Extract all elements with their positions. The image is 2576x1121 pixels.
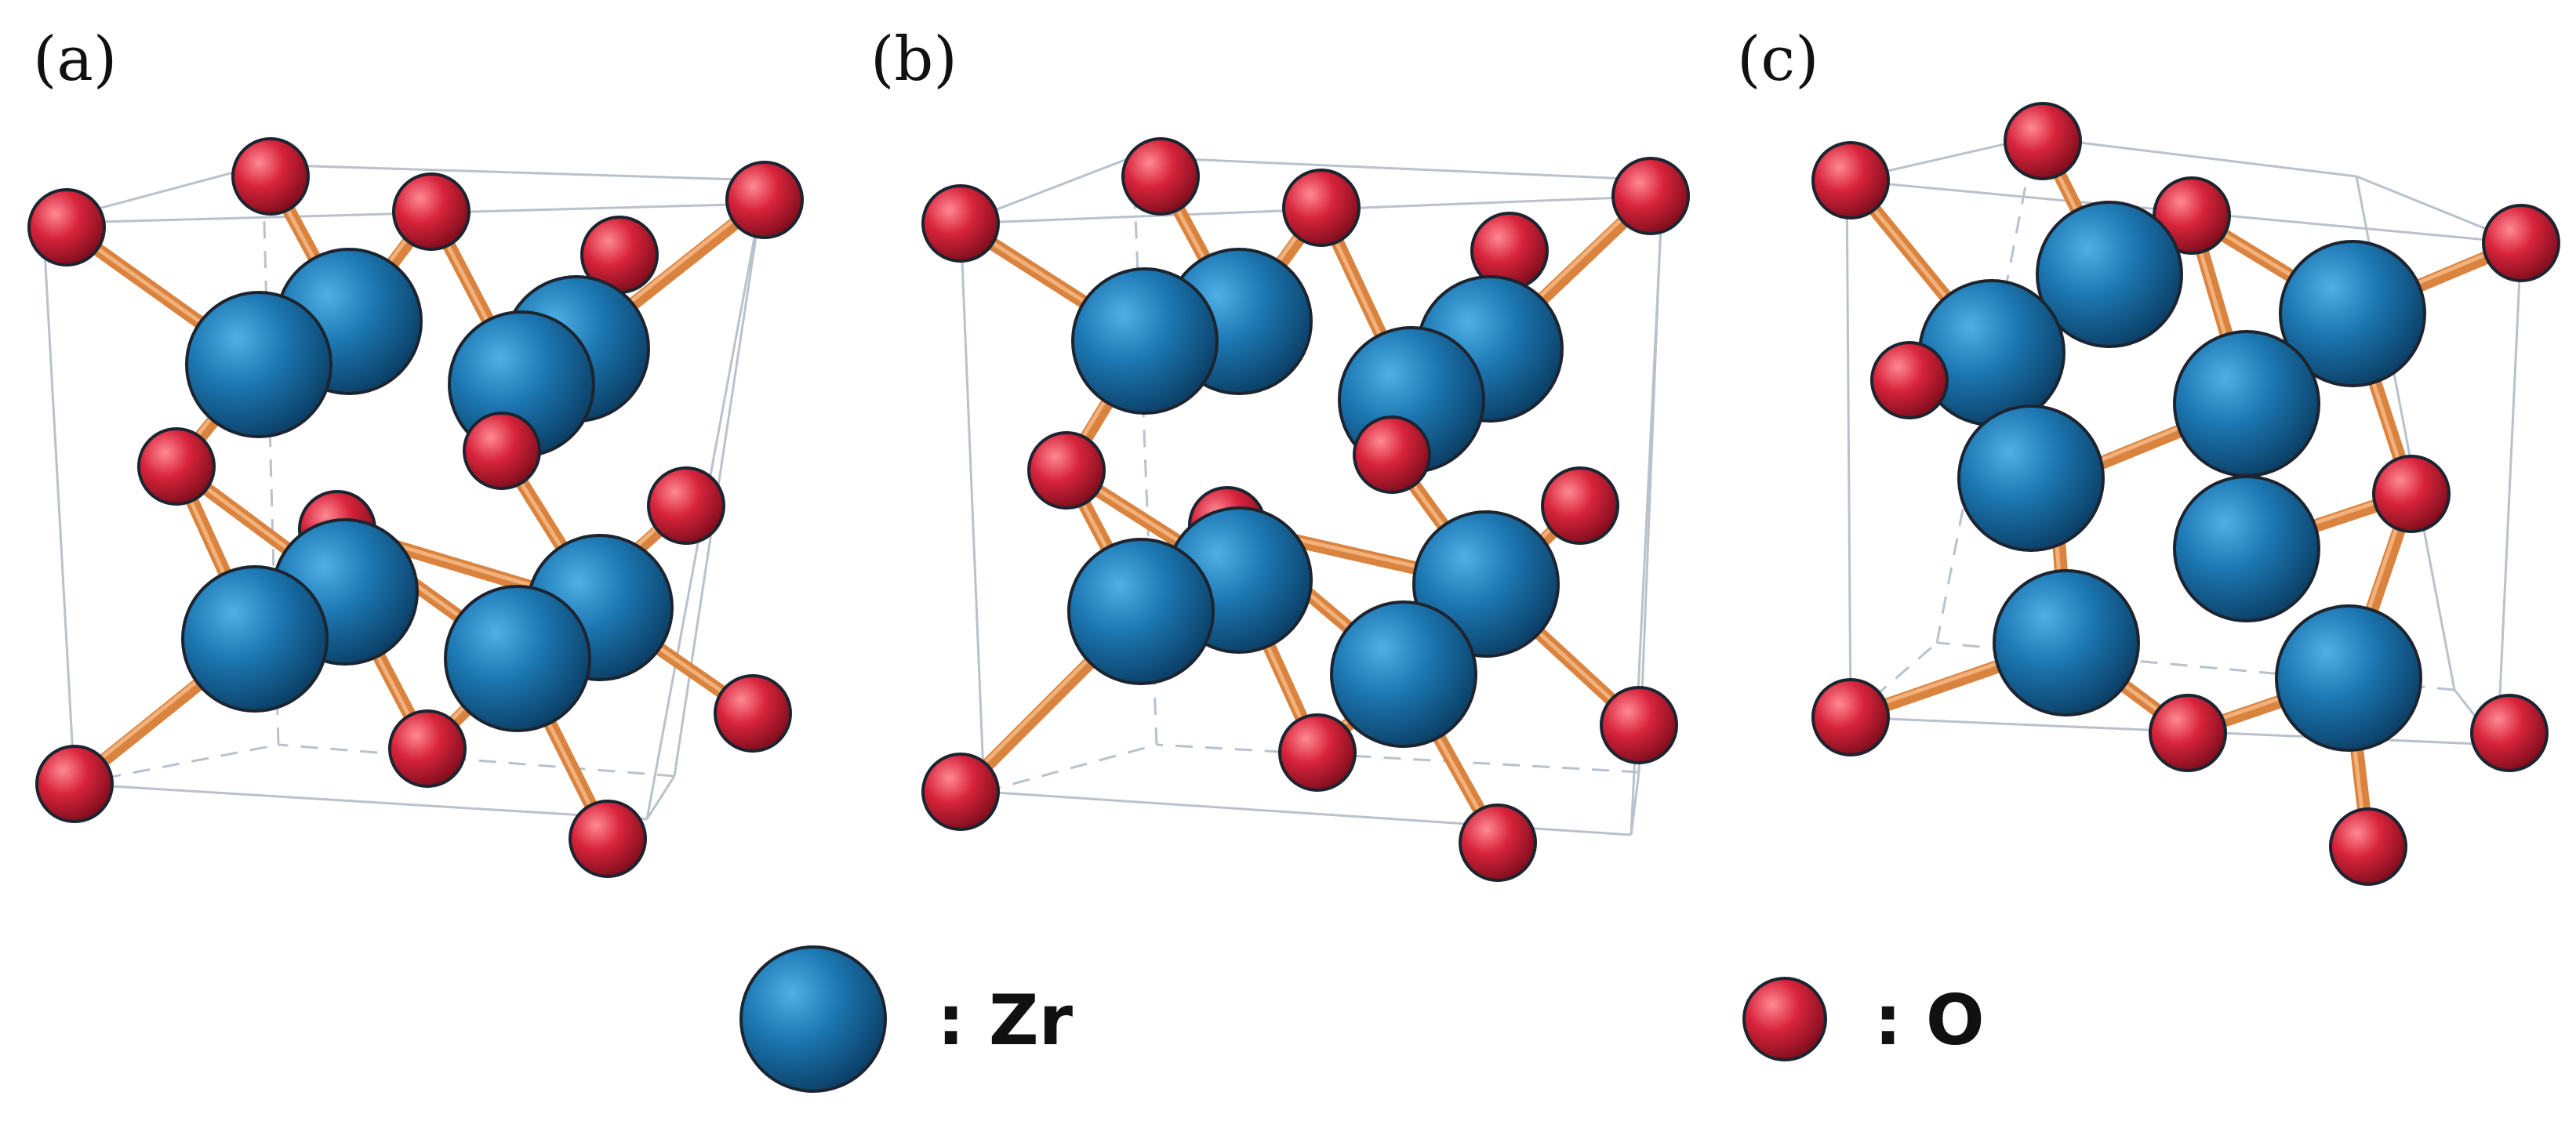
- o-atom: [1121, 137, 1200, 216]
- cell-edge: [1132, 155, 1663, 182]
- zr-atom: [1993, 569, 2140, 716]
- o-atom: [1600, 686, 1678, 764]
- o-atom: [647, 466, 725, 545]
- monoclinic-structure-panel: [1811, 102, 2560, 886]
- cell-edge: [2034, 136, 2357, 178]
- o-atom: [231, 137, 310, 216]
- o-atom: [714, 674, 792, 753]
- o-atom: [569, 800, 647, 878]
- o-atom: [2004, 102, 2082, 180]
- cell-edge: [2496, 242, 2523, 746]
- cell-edge: [74, 782, 648, 821]
- o-atom: [35, 745, 114, 823]
- unit-cell-outline: [42, 163, 766, 821]
- o-atom: [1811, 678, 1890, 756]
- zr-atom: [1918, 279, 2066, 426]
- zr-legend-swatch: [739, 945, 887, 1093]
- atoms: [921, 137, 1690, 882]
- zr-atom: [2275, 604, 2422, 752]
- o-atom: [1541, 466, 1619, 545]
- o-atom: [1611, 157, 1690, 235]
- o-atom: [2482, 204, 2560, 282]
- panel-label-a: (a): [33, 24, 117, 95]
- tetragonal-structure-panel: [921, 137, 1690, 882]
- zr-atom: [181, 565, 329, 713]
- cell-edge: [262, 163, 765, 182]
- o-atom: [1278, 713, 1357, 792]
- cubic-structure-panel: [27, 137, 804, 878]
- cell-edge: [278, 743, 675, 778]
- o-atom: [2149, 694, 2227, 772]
- panel-label-c: (c): [1737, 24, 1819, 95]
- o-atom: [2470, 694, 2549, 772]
- cell-edge: [1845, 180, 1852, 718]
- o-atom: [921, 753, 1000, 831]
- zr-atom: [1330, 600, 1477, 748]
- o-atom: [1353, 415, 1431, 494]
- o-atom: [2372, 455, 2451, 533]
- cell-edge: [645, 775, 676, 820]
- atoms: [27, 137, 804, 878]
- zr-atom: [1067, 538, 1215, 685]
- zr-atom: [2173, 330, 2320, 477]
- cell-edge: [959, 223, 986, 793]
- o-atom: [2153, 176, 2231, 255]
- zr-atom: [1957, 405, 2105, 552]
- cell-edge: [42, 223, 76, 785]
- o-atom: [27, 188, 106, 267]
- zr-atom: [2279, 240, 2426, 387]
- o-atom: [1811, 141, 1890, 219]
- o-atom: [137, 427, 216, 506]
- o-atom: [725, 161, 804, 239]
- o-atom: [392, 172, 471, 251]
- o-atom: [388, 709, 467, 788]
- o-atom: [1870, 341, 1949, 419]
- o-legend-swatch: [1742, 977, 1827, 1061]
- o-atom: [1027, 431, 1106, 510]
- o-atom: [463, 412, 541, 490]
- o-atom: [1282, 169, 1361, 247]
- zr-atom: [185, 291, 332, 438]
- cell-edge: [1637, 180, 1664, 773]
- zr-atom: [2173, 475, 2320, 622]
- cell-edge: [1850, 641, 1938, 719]
- o-atom: [1459, 804, 1537, 882]
- panel-label-b: (b): [870, 24, 957, 95]
- cell-edge: [1156, 743, 1640, 774]
- zr-legend-label: : Zr: [937, 980, 1074, 1061]
- o-atom: [2329, 807, 2407, 886]
- atoms: [1811, 102, 2560, 886]
- zr-atom: [444, 585, 591, 732]
- cell-edge: [1935, 136, 2036, 644]
- legend: : Zr : O: [739, 945, 1985, 1093]
- zr-atom: [2036, 201, 2183, 348]
- o-legend-label: : O: [1874, 980, 1985, 1061]
- cell-edge: [983, 743, 1157, 793]
- o-atom: [921, 184, 1000, 263]
- zr-atom: [1071, 267, 1219, 415]
- cell-edge: [1630, 771, 1640, 836]
